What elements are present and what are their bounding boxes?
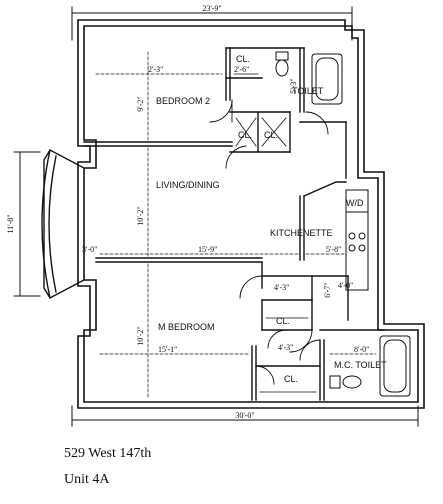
dim-closet-b: 6'-7" xyxy=(323,282,332,297)
room-label-mc-toilet: M.C. TOILET xyxy=(334,360,387,370)
caption-unit: Unit 4A xyxy=(64,472,110,487)
overall-width-label: 23'-9" xyxy=(202,4,221,13)
dim-mc-width: 8'-0" xyxy=(354,345,369,354)
room-label-toilet: TOILET xyxy=(292,86,324,96)
room-label-closet-bottom: CL. xyxy=(284,374,298,384)
left-height-label: 11'-8" xyxy=(6,214,15,233)
dim-master-width: 15'-1" xyxy=(158,345,177,354)
dim-living-height: 10'-2" xyxy=(136,206,145,225)
kitchen-counter xyxy=(345,189,369,291)
dim-bay: 3'-0" xyxy=(82,245,97,254)
dim-toilet-vertical: 5'-3" xyxy=(289,78,298,93)
toilet-fixture-top xyxy=(275,51,289,77)
interior-dimension-lines xyxy=(95,51,377,399)
dim-master-height: 10'-2" xyxy=(136,326,145,345)
room-label-kitchenette: KITCHENETTE xyxy=(270,228,333,238)
dim-closet-a: 4'-3" xyxy=(274,283,289,292)
dim-kitchen-width: 5'-8" xyxy=(326,245,341,254)
bathtub-bottom xyxy=(379,335,411,397)
room-label-bedroom-2: BEDROOM 2 xyxy=(156,96,210,106)
room-label-wd: W/D xyxy=(346,198,364,208)
room-label-closet-mid-a: CL. xyxy=(238,130,252,140)
toilet-fixture-bottom xyxy=(329,375,362,389)
caption-address: 529 West 147th xyxy=(64,446,152,461)
room-label-m-bedroom: M BEDROOM xyxy=(158,322,215,332)
dim-closet-d: 4'-3" xyxy=(278,343,293,352)
dim-bedroom2-width: 2'-3" xyxy=(148,65,163,74)
left-dimension-line xyxy=(13,151,41,297)
dim-closet-c: 4'-0" xyxy=(338,281,353,290)
room-label-closet-mid-b: CL. xyxy=(264,130,278,140)
dim-bedroom2-height: 9'-2" xyxy=(136,96,145,111)
room-label-living-dining: LIVING/DINING xyxy=(156,180,220,190)
bottom-width-label: 30'-0" xyxy=(235,411,254,420)
dim-living-width: 15'-9" xyxy=(198,245,217,254)
door-swings xyxy=(209,99,329,385)
interior-walls xyxy=(83,47,385,401)
bottom-dimension-line xyxy=(71,405,419,427)
room-label-closet-lower: CL. xyxy=(276,316,290,326)
dim-closet-top: 2'-6" xyxy=(234,65,249,74)
room-label-closet-top: CL. xyxy=(236,54,250,64)
closet-rods xyxy=(233,73,317,393)
bay-window xyxy=(41,149,85,299)
bathtub-top xyxy=(311,53,343,105)
exterior-walls xyxy=(77,19,425,409)
